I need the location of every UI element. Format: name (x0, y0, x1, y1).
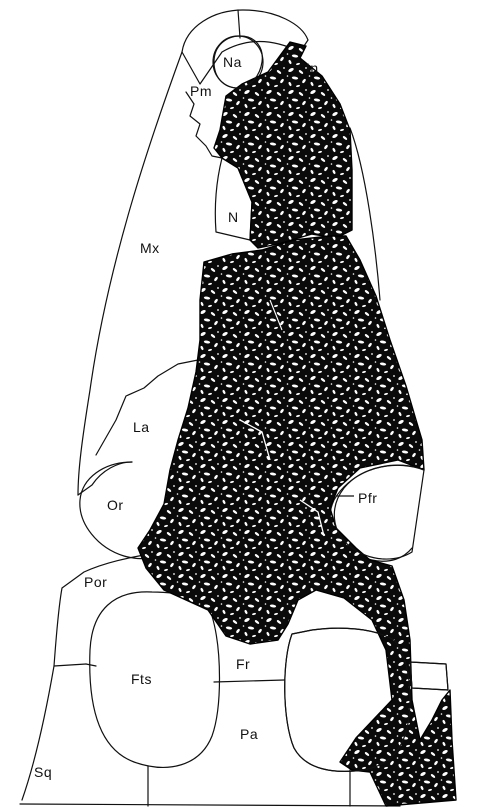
label-na: Na (223, 54, 242, 70)
bottom-edge (20, 804, 400, 806)
label-la: La (133, 419, 150, 435)
squamosal-medial-line (86, 664, 96, 666)
label-or: Or (107, 497, 124, 513)
label-mx: Mx (140, 240, 160, 256)
label-por: Por (84, 574, 107, 590)
label-fr: Fr (236, 656, 250, 672)
postorbital-outline (54, 552, 160, 666)
right-slot-overlay (410, 662, 448, 690)
label-fts: Fts (131, 671, 152, 687)
label-in: In (306, 60, 319, 76)
label-pm: Pm (190, 83, 212, 99)
label-n: N (228, 209, 239, 225)
frontal-parietal-suture (214, 680, 284, 682)
right-slot-outline (410, 662, 448, 690)
preserved-bone-sculpture (138, 42, 456, 806)
label-pa: Pa (240, 726, 258, 742)
left-supratemporal-fenestra (90, 592, 220, 767)
premaxilla-midline-suture (238, 10, 240, 38)
maxilla-lateral-outline (78, 52, 182, 495)
label-pfr: Pfr (358, 490, 377, 506)
label-sq: Sq (34, 764, 52, 780)
